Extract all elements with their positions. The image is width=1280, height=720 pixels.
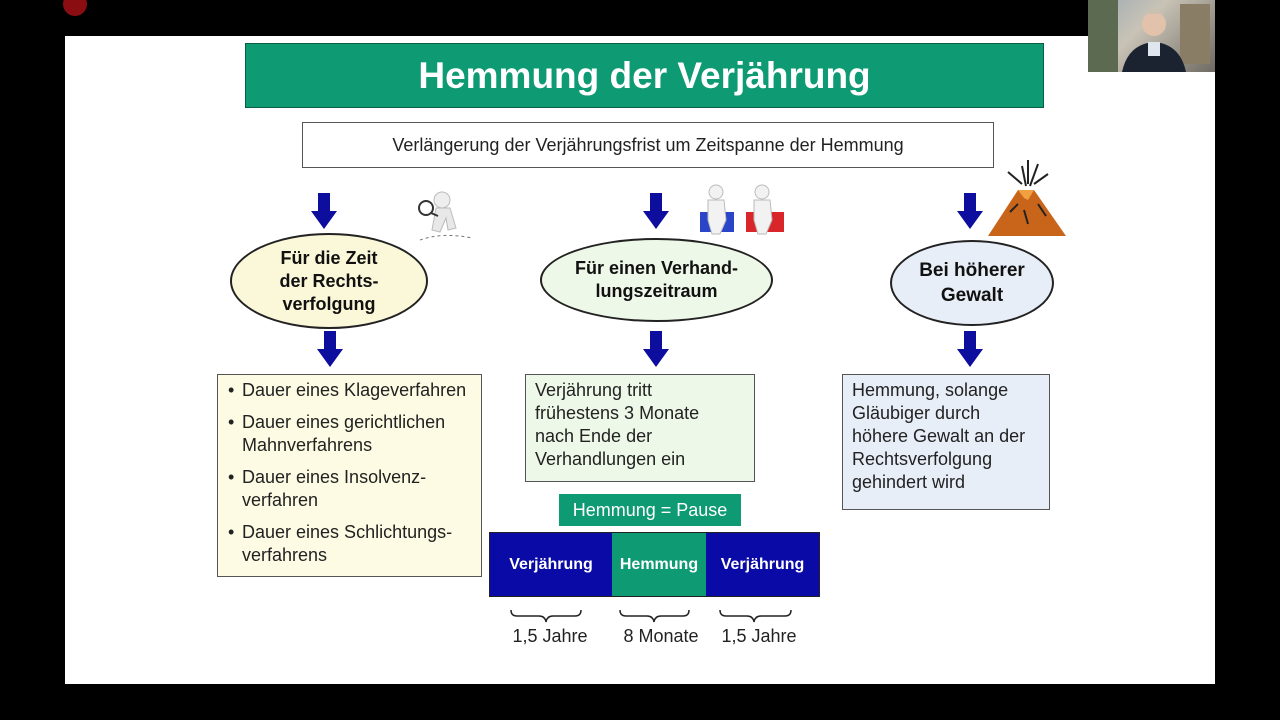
meeting-figures-icon <box>700 184 784 235</box>
down-arrow-icon <box>957 193 983 229</box>
ellipse-line: Bei höherer <box>919 260 1025 281</box>
panel-line: Rechtsverfolgung <box>852 449 993 469</box>
volcano-icon <box>988 160 1066 236</box>
timeline-braces <box>510 609 792 623</box>
slide-title: Hemmung der Verjährung <box>245 43 1044 108</box>
ellipse-hoehere-gewalt: Bei höherer Gewalt <box>890 240 1054 326</box>
panel-line: nach Ende der <box>535 426 653 446</box>
down-arrow-icon <box>643 193 669 229</box>
down-arrow-icon <box>311 193 337 229</box>
webcam-video-thumbnail[interactable] <box>1088 0 1215 72</box>
magnifier-figure-icon <box>418 191 473 241</box>
down-arrow-icon <box>317 331 343 367</box>
panel-line: höhere Gewalt an der <box>852 426 1026 446</box>
ellipse-line: Für einen Verhand- <box>574 258 739 278</box>
ellipse-line: verfolgung <box>282 293 376 314</box>
panel-line: Verhandlungen ein <box>535 449 686 469</box>
procedure-list-panel: Dauer eines Klageverfahren Dauer eines g… <box>217 374 482 577</box>
ellipse-line: lungszeitraum <box>595 281 718 301</box>
ellipse-verhandlungszeitraum: Für einen Verhand- lungszeitraum <box>540 238 773 322</box>
pause-label: Hemmung = Pause <box>559 494 741 526</box>
negotiation-text-panel: Verjährung tritt frühestens 3 Monate nac… <box>525 374 755 482</box>
list-item: Dauer eines Klageverfahren <box>228 379 481 402</box>
down-arrow-icon <box>643 331 669 367</box>
panel-line: frühestens 3 Monate <box>535 403 700 423</box>
duration-label: 1,5 Jahre <box>512 626 588 646</box>
ellipse-rechtsverfolgung: Für die Zeit der Rechts- verfolgung <box>230 233 428 329</box>
down-arrow-icon <box>957 331 983 367</box>
list-item: Dauer eines Insolvenz-verfahren <box>228 466 481 512</box>
list-item: Dauer eines Schlichtungs-verfahrens <box>228 521 481 567</box>
record-indicator-icon <box>63 0 87 16</box>
panel-line: Verjährung tritt <box>535 380 653 400</box>
timeline-segment-hemmung: Hemmung <box>612 533 706 596</box>
duration-label: 8 Monate <box>623 626 699 646</box>
duration-label: 1,5 Jahre <box>721 626 797 646</box>
subtitle-box: Verlängerung der Verjährungsfrist um Zei… <box>302 122 994 168</box>
force-majeure-text-panel: Hemmung, solange Gläubiger durch höhere … <box>842 374 1050 510</box>
ellipse-line: Gewalt <box>940 285 1004 306</box>
presenter-avatar <box>1088 0 1210 72</box>
panel-line: Gläubiger durch <box>852 403 981 423</box>
timeline-bar: Verjährung Hemmung Verjährung <box>489 532 820 597</box>
panel-line: Hemmung, solange <box>852 380 1009 400</box>
timeline-segment-verjaehrung: Verjährung <box>490 533 612 596</box>
panel-line: gehindert wird <box>852 472 966 492</box>
ellipse-line: Für die Zeit <box>280 247 378 268</box>
timeline-segment-verjaehrung: Verjährung <box>706 533 819 596</box>
ellipse-line: der Rechts- <box>279 270 379 291</box>
